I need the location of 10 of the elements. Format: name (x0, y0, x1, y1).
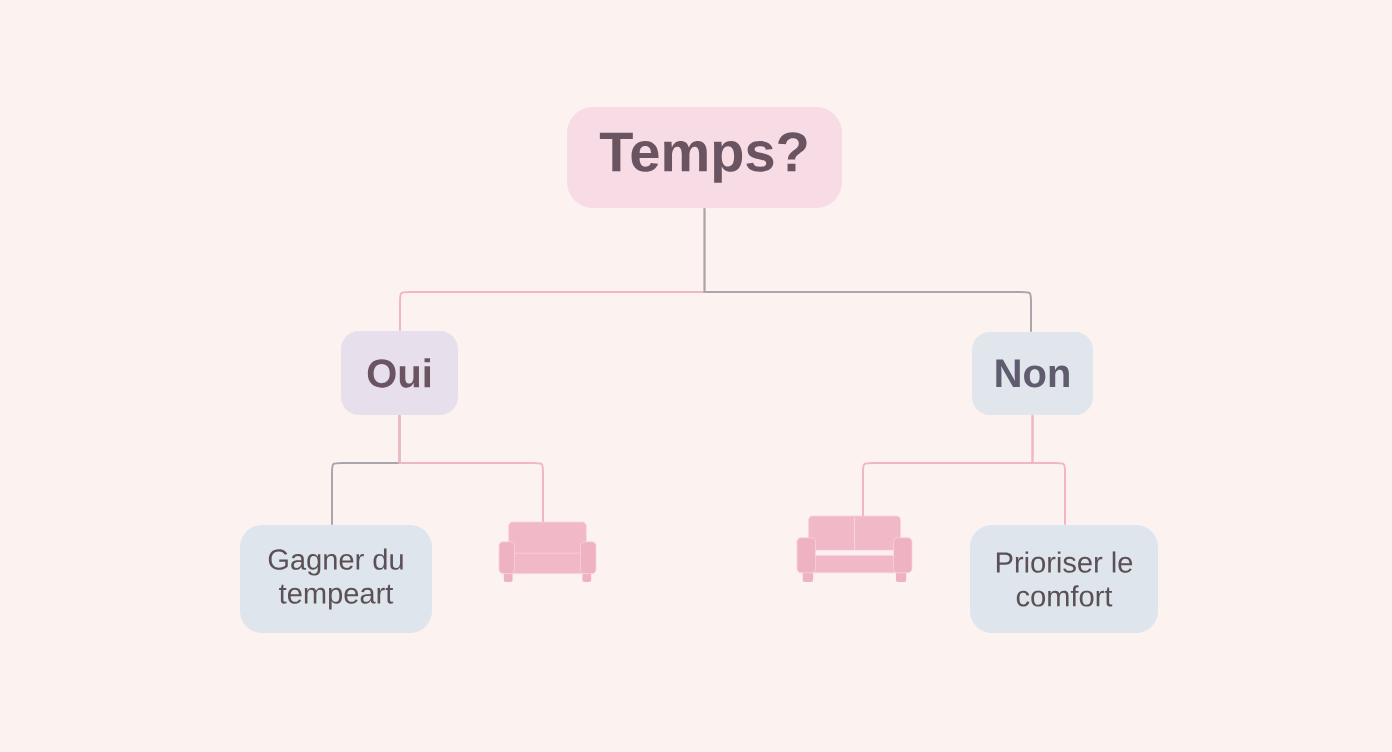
outcome-box: Gagner du tempeart (240, 525, 432, 633)
connector-line (1031, 414, 1066, 526)
outcome-box: Prioriser le comfort (970, 525, 1158, 633)
connector-line (398, 414, 544, 523)
question-box: Temps? (567, 107, 842, 208)
option-box: Non (972, 332, 1093, 415)
option-box: Oui (341, 331, 458, 415)
connector-line (703, 207, 1032, 333)
sofa-icon (796, 515, 913, 582)
sofa-icon (498, 521, 597, 582)
